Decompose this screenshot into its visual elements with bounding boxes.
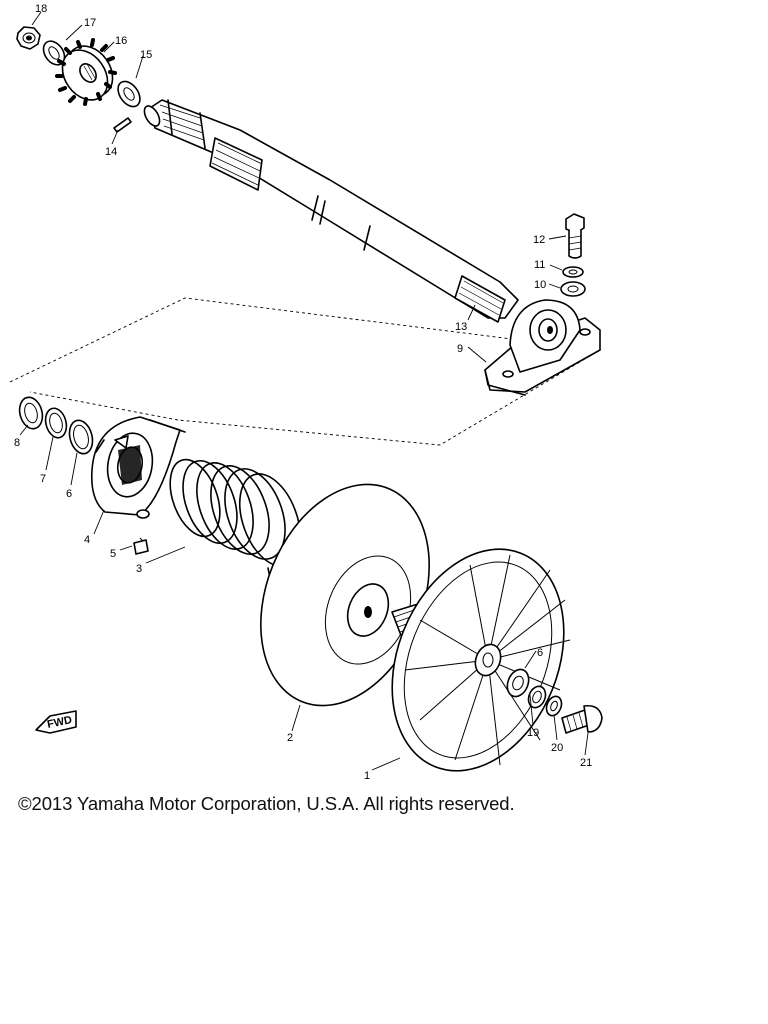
part-16-sprocket [55, 38, 117, 106]
callout-11: 11 [534, 259, 545, 271]
callout-numbers: 18 17 16 15 14 12 11 10 13 9 8 7 6 4 5 3… [14, 3, 592, 782]
callout-2: 2 [287, 732, 293, 744]
part-19-bushing [506, 668, 530, 698]
callout-9: 9 [457, 343, 463, 355]
copyright-notice: ©2013 Yamaha Motor Corporation, U.S.A. A… [18, 793, 515, 814]
callout-1: 1 [364, 770, 370, 782]
callout-6: 6 [66, 488, 72, 500]
callout-leaders [19, 11, 589, 771]
part-5-slider [133, 537, 149, 555]
callout-18: 18 [35, 3, 47, 15]
callout-10: 10 [534, 279, 546, 291]
callout-17: 17 [84, 17, 96, 29]
part-7-shim [44, 407, 68, 439]
forward-direction-arrow: FWD [35, 710, 77, 734]
part-10-washer [560, 281, 586, 297]
fwd-label: FWD [46, 714, 73, 731]
part-6-shim [68, 419, 94, 455]
part-1-movable-sheave [391, 548, 571, 772]
callout-12: 12 [533, 234, 545, 246]
part-15-collar [117, 80, 141, 108]
part-13-shaft [143, 99, 519, 323]
callout-16: 16 [115, 35, 127, 47]
part-9-bearing-housing [484, 299, 601, 396]
callout-6-b: 6 [537, 647, 543, 659]
callout-13: 13 [455, 321, 467, 333]
callout-3: 3 [136, 563, 142, 575]
callout-15: 15 [140, 49, 152, 61]
callout-19: 19 [527, 727, 539, 739]
callout-7: 7 [40, 473, 46, 485]
part-12-bolt [565, 213, 585, 259]
parts-diagram: FWD 18 17 16 15 14 12 11 10 13 [9, 3, 603, 782]
part-21-bolt [561, 704, 603, 734]
part-20-washer [545, 695, 563, 717]
callout-20: 20 [551, 742, 563, 754]
part-3-spring [169, 458, 302, 589]
callout-21: 21 [580, 757, 592, 769]
part-8-washer [18, 396, 44, 430]
callout-4: 4 [84, 534, 90, 546]
part-11-lock-washer [562, 266, 584, 278]
parts-diagram-svg: FWD 18 17 16 15 14 12 11 10 13 [9, 3, 603, 782]
callout-14: 14 [105, 146, 117, 158]
callout-8: 8 [14, 437, 20, 449]
part-17-washer [42, 40, 66, 66]
callout-5: 5 [110, 548, 116, 560]
part-4-cam [90, 416, 186, 519]
part-6-washer-b [527, 685, 547, 709]
part-14-key [113, 117, 132, 133]
part-18-nut [16, 26, 41, 50]
